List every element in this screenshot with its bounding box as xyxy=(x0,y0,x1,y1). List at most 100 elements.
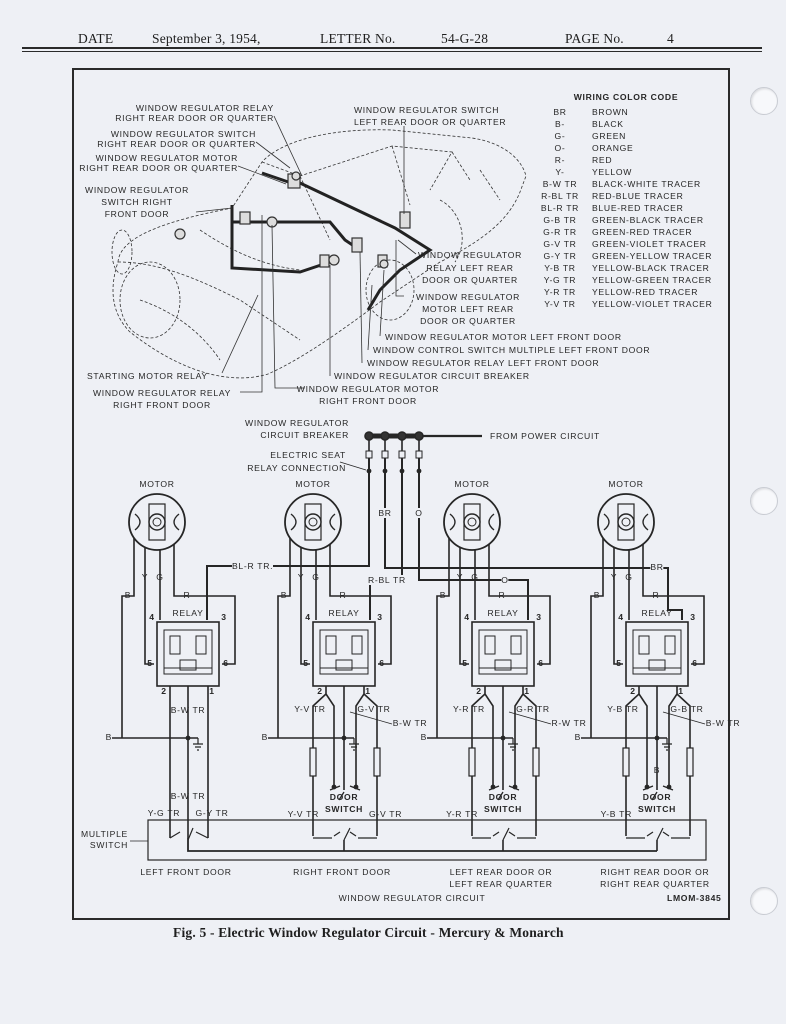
relay-terminal-3: 3 xyxy=(690,612,696,622)
relay-label: RELAY xyxy=(172,608,204,618)
relay-contact xyxy=(335,659,353,671)
relay-contact xyxy=(648,659,666,671)
header-rule-bottom xyxy=(22,51,762,52)
label-relay-lf: WINDOW REGULATOR RELAY LEFT FRONT DOOR xyxy=(367,358,600,368)
motor-armature xyxy=(463,513,481,531)
feed-wire-bl-r xyxy=(206,458,370,620)
relay-coil xyxy=(638,635,650,655)
wire xyxy=(312,776,378,836)
wire-label-y: Y xyxy=(456,572,464,582)
motor-label: MOTOR xyxy=(608,479,644,489)
relay-terminal-1: 1 xyxy=(365,686,371,696)
motor-field xyxy=(449,513,456,531)
relay-coil xyxy=(195,635,207,655)
wire-label-arrow: R-W TR xyxy=(551,718,587,728)
wire-label-br-2: BR xyxy=(650,562,664,572)
wire-y xyxy=(459,547,469,665)
multiple-switch-bus xyxy=(187,838,657,852)
wire-label-up-left: Y-B TR xyxy=(607,704,639,714)
color-code-name: BROWN xyxy=(592,107,629,117)
motor-field xyxy=(642,513,649,531)
door-switch-label: DOOR xyxy=(642,792,672,802)
figure-frame xyxy=(72,68,730,920)
motor-armature xyxy=(308,517,318,527)
label-power-circuit: FROM POWER CIRCUIT xyxy=(490,431,600,441)
motor-icon xyxy=(443,493,501,551)
junction-dot xyxy=(666,784,672,790)
color-code-abbrev: Y-R TR xyxy=(544,287,576,297)
wire-b xyxy=(590,538,604,738)
relay-terminal-5: 5 xyxy=(303,658,309,668)
multiple-switch-contact xyxy=(626,827,690,841)
wire xyxy=(355,686,378,786)
wire-label-bl-r: BL-R TR. xyxy=(232,561,274,571)
relay-coil xyxy=(510,635,522,655)
motor-icon xyxy=(597,493,655,551)
door-location-label: RIGHT REAR QUARTER xyxy=(600,879,710,889)
wire-label-b-w: B-W TR xyxy=(170,705,206,715)
motor-brush-holder xyxy=(617,503,635,541)
relay-coil xyxy=(351,635,363,655)
color-code-abbrev: Y- xyxy=(555,167,565,177)
motor-armature xyxy=(304,513,322,531)
color-code-name: RED-BLUE TRACER xyxy=(592,191,684,201)
breaker-terminal xyxy=(380,431,390,441)
date-value: September 3, 1954, xyxy=(152,31,261,46)
relay-terminal-2: 2 xyxy=(317,686,323,696)
wire-label-o: O xyxy=(415,508,423,518)
color-code-name: YELLOW-VIOLET TRACER xyxy=(592,299,713,309)
harness-components xyxy=(174,171,411,269)
door-location-label: LEFT REAR QUARTER xyxy=(449,879,553,889)
motor-armature xyxy=(152,517,162,527)
schematic xyxy=(112,431,707,861)
color-code-abbrev: Y-G TR xyxy=(543,275,577,285)
color-code-abbrev: R- xyxy=(554,155,566,165)
relay-box xyxy=(312,621,376,687)
color-code-name: YELLOW-BLACK TRACER xyxy=(592,263,710,273)
wire-label-low-right: G-V TR xyxy=(369,809,403,819)
wire-label-arrow: B-W TR xyxy=(705,718,741,728)
relay-contact xyxy=(179,659,197,671)
multiple-switch-contact xyxy=(169,827,209,841)
seat-relay-connector xyxy=(365,450,373,459)
wire-label-g: G xyxy=(312,572,320,582)
punch-hole-icon xyxy=(750,87,778,115)
relay-coil xyxy=(484,635,496,655)
wire-y xyxy=(300,547,310,665)
wire-b xyxy=(121,538,135,738)
relay-terminal-3: 3 xyxy=(377,612,383,622)
wire-label-low-right: G-Y TR xyxy=(195,808,229,818)
letter-number: 54-G-28 xyxy=(441,31,489,46)
relay-contact xyxy=(494,659,512,671)
color-code-name: GREEN-VIOLET TRACER xyxy=(592,239,707,249)
color-code-name: GREEN-YELLOW TRACER xyxy=(592,251,713,261)
junction-dot xyxy=(644,784,650,790)
door-switch-label: DOOR xyxy=(329,792,359,802)
wire-label-low-left: Y-V TR xyxy=(287,809,319,819)
relay-terminal-3: 3 xyxy=(536,612,542,622)
motor-armature xyxy=(617,513,635,531)
color-code-abbrev: O- xyxy=(554,143,566,153)
relay-terminal-2: 2 xyxy=(476,686,482,696)
color-code-name: BLUE-RED TRACER xyxy=(592,203,684,213)
wire-label-g: G xyxy=(156,572,164,582)
wire-label-up-right: G-V TR xyxy=(357,704,391,714)
color-code-abbrev: R-BL TR xyxy=(541,191,579,201)
wire-label-r: R xyxy=(498,590,506,600)
motor-field xyxy=(603,513,610,531)
color-code-abbrev: Y-V TR xyxy=(544,299,576,309)
motor-field xyxy=(173,513,180,531)
leader-line xyxy=(349,711,393,725)
color-code-name: GREEN xyxy=(592,131,627,141)
color-code-abbrev: G- xyxy=(554,131,566,141)
resistor-icon xyxy=(309,747,317,777)
relay-terminal-4: 4 xyxy=(305,612,311,622)
relay-box xyxy=(625,621,689,687)
